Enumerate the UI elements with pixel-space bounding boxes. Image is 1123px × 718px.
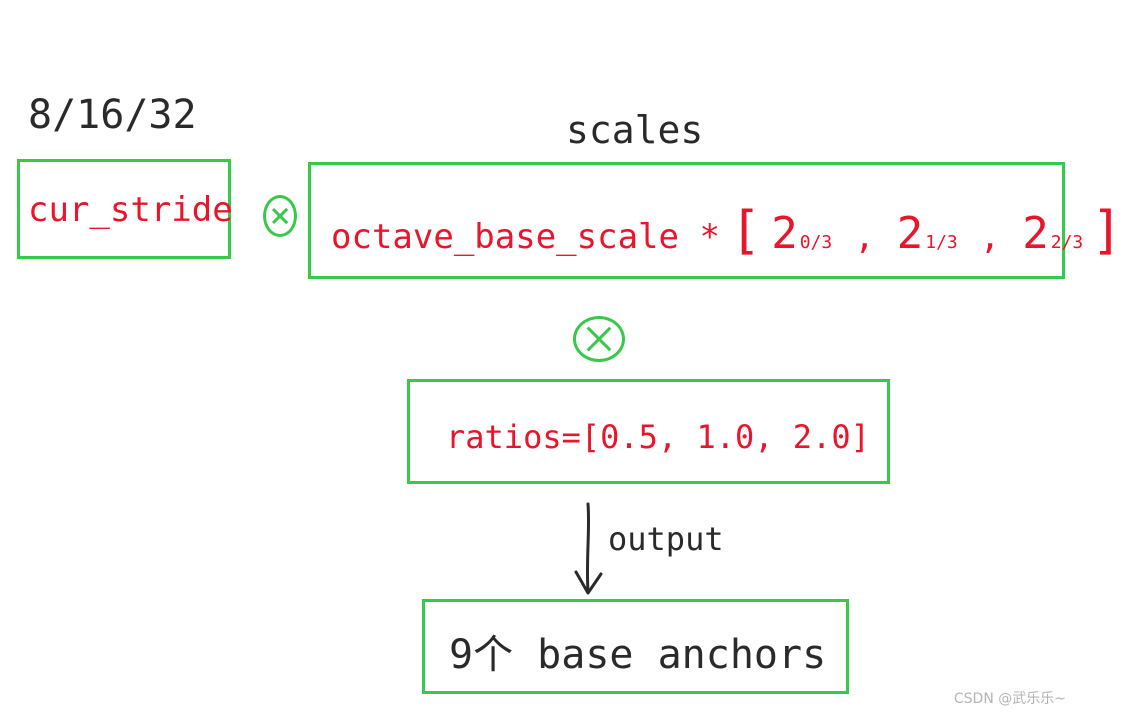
scales-expression: octave_base_scale * [ 2 0/3 , 2 1/3 , 2 …	[331, 205, 1123, 259]
term-0-exp: 0/3	[799, 232, 833, 253]
ratios-text: ratios=[0.5, 1.0, 2.0]	[446, 418, 870, 456]
separator-1: ,	[979, 217, 1001, 257]
term-0-base: 2	[771, 208, 798, 259]
result-text: 9个 base anchors	[449, 632, 827, 678]
term-2-exp: 2/3	[1050, 232, 1084, 253]
output-label: output	[608, 520, 724, 558]
close-bracket: ]	[1091, 201, 1123, 261]
output-arrow	[574, 502, 603, 595]
arrow-shaft	[585, 502, 591, 594]
ratios-box: ratios=[0.5, 1.0, 2.0]	[407, 379, 890, 484]
watermark: CSDN @武乐乐~	[953, 691, 1066, 707]
separator-0: ,	[854, 217, 875, 257]
scales-prefix: octave_base_scale *	[331, 217, 720, 257]
stride-box-text: cur_stride	[28, 190, 233, 230]
term-2-base: 2	[1022, 208, 1049, 259]
term-1-exp: 1/3	[925, 232, 958, 253]
multiply-icon	[263, 195, 297, 237]
scales-box: octave_base_scale * [ 2 0/3 , 2 1/3 , 2 …	[308, 162, 1123, 279]
term-1-base: 2	[896, 208, 924, 259]
stride-values-label: 8/16/32	[28, 92, 197, 138]
arrow-head	[574, 570, 603, 595]
stride-box: cur_stride	[17, 159, 233, 259]
result-box: 9个 base anchors	[422, 599, 849, 694]
open-bracket: [	[729, 201, 762, 261]
scales-label: scales	[566, 108, 704, 152]
multiply-icon-2	[573, 316, 625, 362]
